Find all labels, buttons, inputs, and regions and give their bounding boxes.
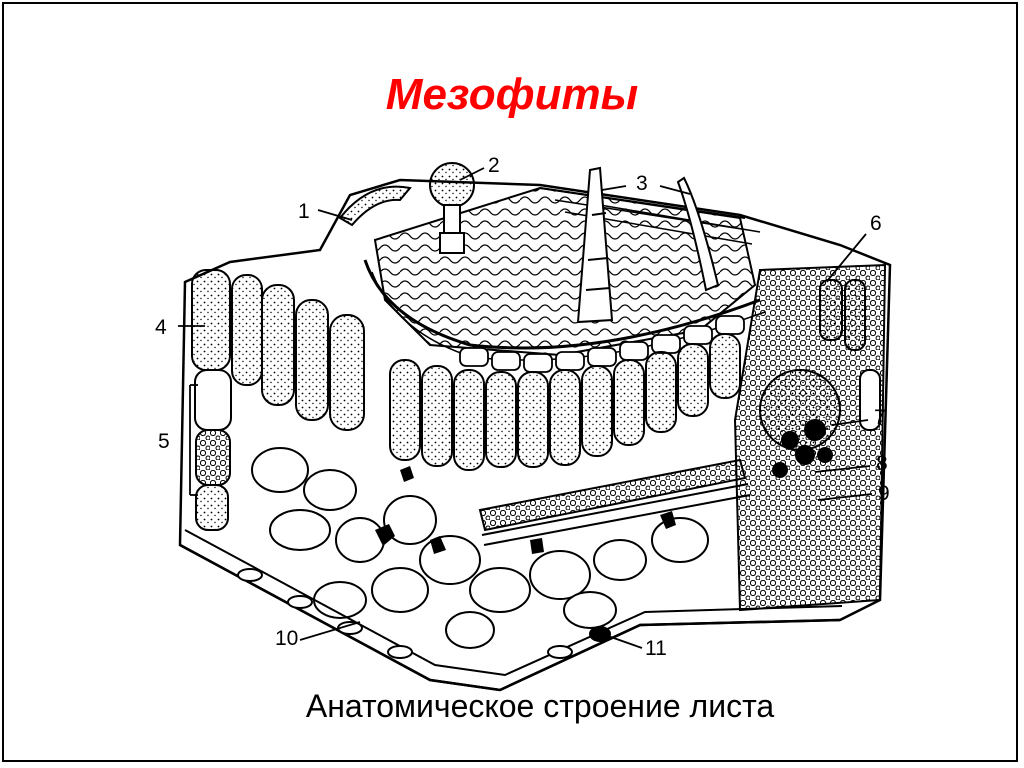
spongy-parenchyma bbox=[251, 447, 709, 649]
callout-7: 7 bbox=[874, 406, 886, 429]
callout-3: 3 bbox=[636, 172, 648, 195]
callout-11: 11 bbox=[645, 637, 667, 660]
midrib-vascular-bundle bbox=[733, 263, 887, 612]
callout-numbers: 1 2 3 4 5 6 7 8 9 10 11 bbox=[155, 154, 890, 660]
callout-2: 2 bbox=[488, 154, 500, 177]
left-face-cells bbox=[191, 269, 232, 531]
callout-9: 9 bbox=[878, 482, 890, 505]
palisade-parenchyma bbox=[231, 274, 741, 471]
callout-10: 10 bbox=[275, 627, 298, 650]
callout-5: 5 bbox=[158, 430, 170, 453]
callout-lines bbox=[178, 167, 873, 649]
glandular-hair bbox=[429, 162, 475, 254]
callout-4: 4 bbox=[155, 316, 167, 339]
trichome-hairs bbox=[576, 166, 720, 324]
lower-epidermis bbox=[179, 529, 843, 692]
callout-6: 6 bbox=[870, 212, 882, 235]
slide-caption: Анатомическое строение листа bbox=[305, 688, 775, 724]
air-spaces bbox=[375, 466, 676, 554]
callout-1: 1 bbox=[298, 200, 310, 223]
folded-hair bbox=[338, 185, 412, 227]
callout-8: 8 bbox=[876, 452, 888, 475]
vein-strand bbox=[478, 458, 751, 546]
slide-title: Мезофиты bbox=[385, 70, 639, 119]
